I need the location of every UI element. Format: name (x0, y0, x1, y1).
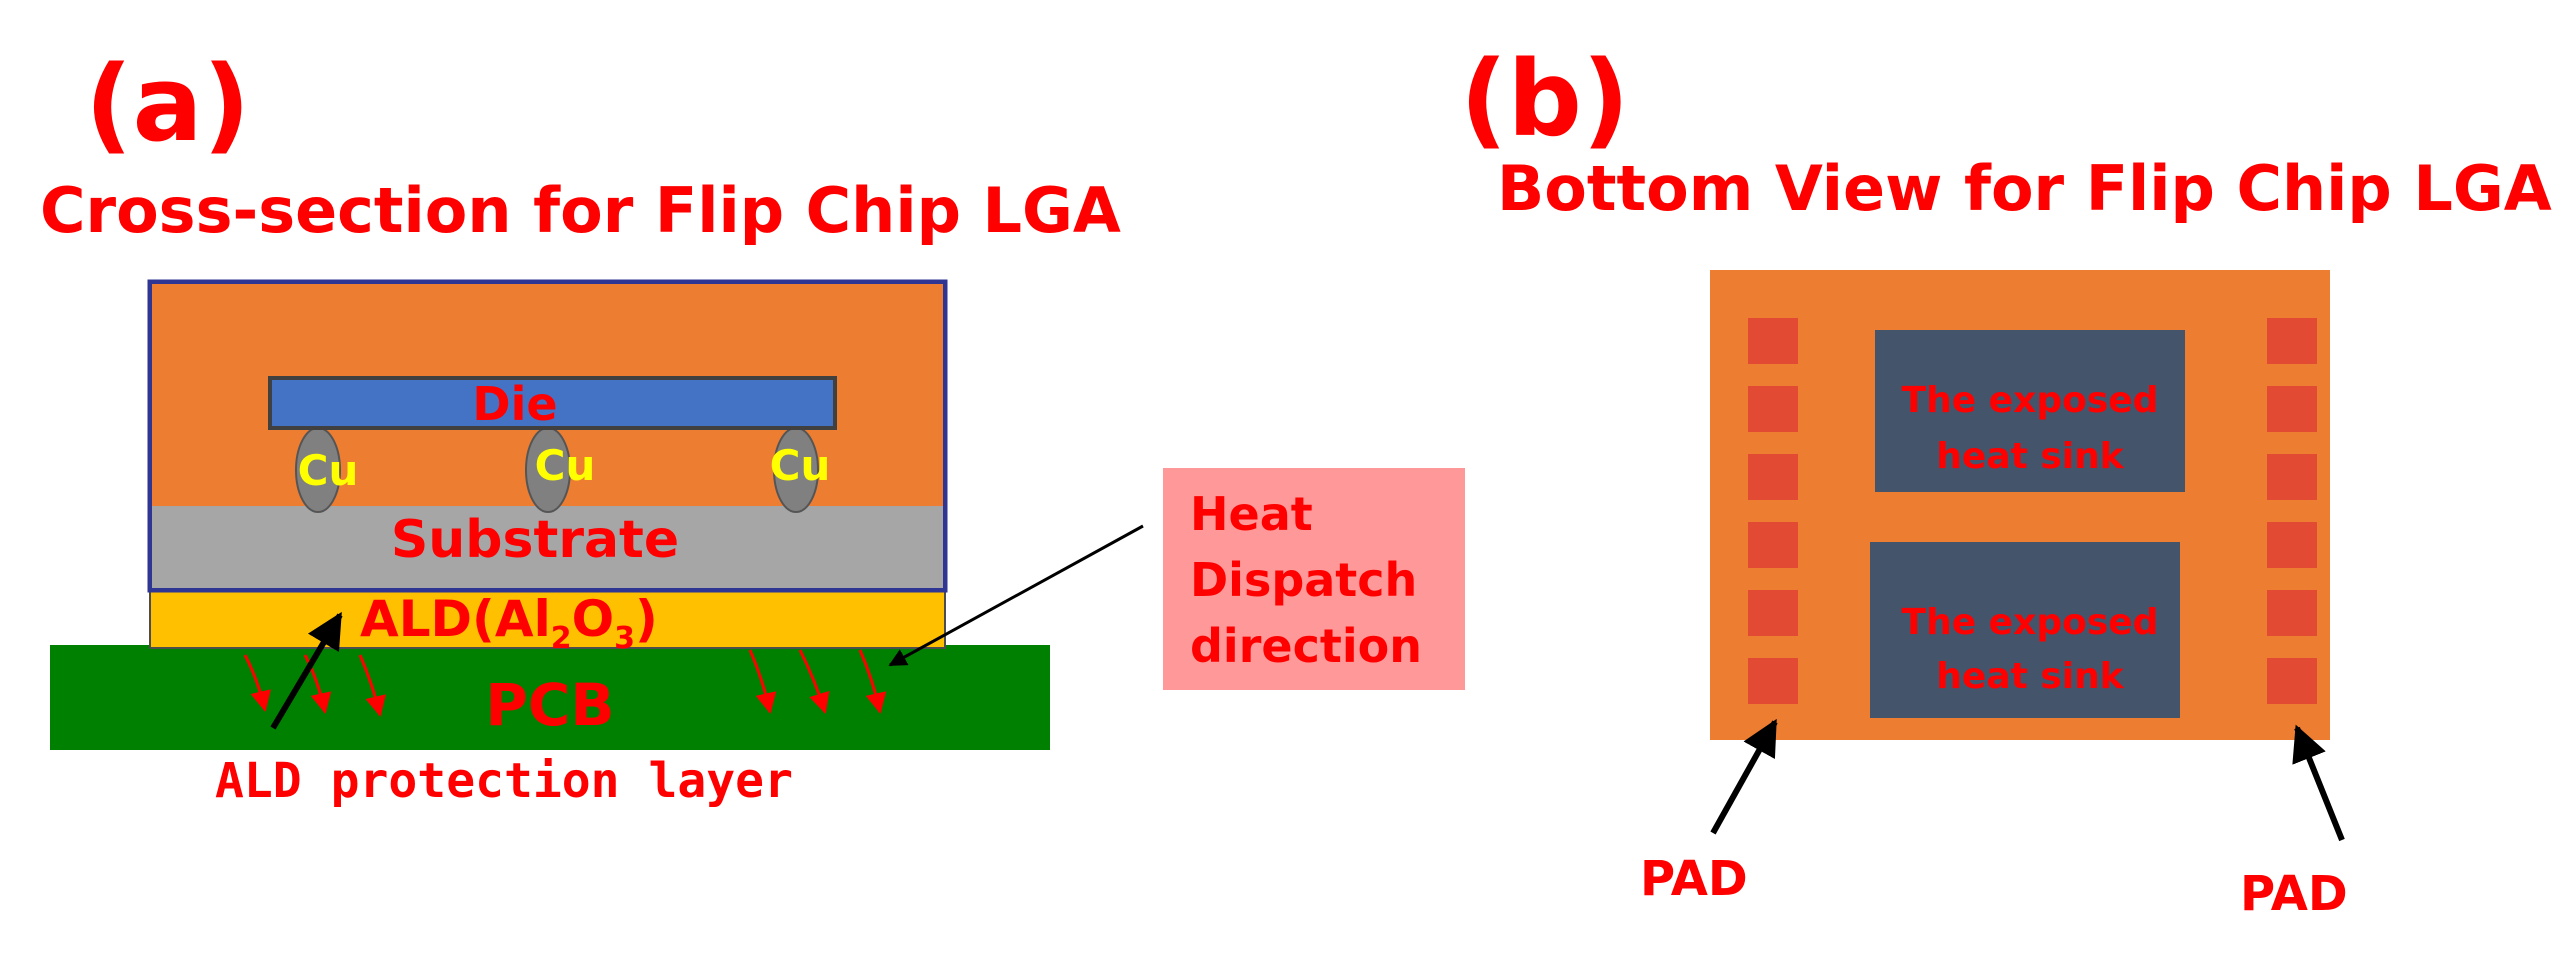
heat-dispatch-line-1: Heat (1190, 487, 1313, 541)
pad (2267, 658, 2317, 704)
pad (1748, 318, 1798, 364)
ald-protection-label: ALD protection layer (215, 753, 793, 809)
pad-left-pointer-arrow (1710, 718, 1778, 835)
pads-right-column (2267, 318, 2317, 704)
pcb-label: PCB (485, 671, 614, 739)
heat-sink-top-line-1: The exposed (1902, 380, 2159, 421)
heat-arrows (243, 649, 887, 718)
die-label: Die (472, 377, 557, 431)
heat-dispatch-line-3: direction (1190, 619, 1422, 673)
ald-layer (149, 589, 946, 649)
heat-sink-bottom-line-1: The exposed (1902, 602, 2159, 643)
panel-b-letter: (b) (1460, 38, 1630, 160)
substrate (152, 506, 943, 588)
pad (2267, 386, 2317, 432)
heat-arrow (303, 654, 332, 715)
pad-right-pointer-arrow (2292, 724, 2345, 842)
pad (1748, 522, 1798, 568)
pad-label-left: PAD (1640, 851, 1748, 907)
cu-label-right: Cu (770, 441, 831, 490)
heat-arrow (748, 649, 777, 715)
pad-label-right: PAD (2240, 866, 2348, 922)
ald-pointer-arrow (270, 611, 343, 730)
panel-b: (b) Bottom View for Flip Chip LGA The ex… (1460, 38, 2552, 922)
pad (2267, 522, 2317, 568)
panel-a: (a) Cross-section for Flip Chip LGA Die … (40, 43, 1465, 809)
pad (1748, 454, 1798, 500)
heat-dispatch-pointer-arrow (888, 524, 1144, 667)
heat-sink-top (1875, 330, 2185, 492)
pad (1748, 386, 1798, 432)
pad (2267, 454, 2317, 500)
heat-dispatch-callout (1163, 468, 1465, 690)
heat-arrow (243, 654, 271, 713)
die (268, 376, 837, 430)
pad (2267, 590, 2317, 636)
panel-a-letter: (a) (85, 43, 250, 165)
heat-arrow (358, 654, 386, 718)
heat-arrow (858, 649, 887, 715)
heat-sink-bottom-line-2: heat sink (1936, 656, 2124, 697)
pad (1748, 590, 1798, 636)
heat-arrow (798, 649, 830, 715)
package-outline (147, 279, 948, 593)
ald-label: ALD(Al2O3) (360, 590, 658, 656)
panel-b-title: Bottom View for Flip Chip LGA (1497, 152, 2552, 225)
cu-label-left: Cu (298, 446, 359, 495)
heat-sink-bottom (1870, 542, 2180, 718)
heat-sink-top-line-2: heat sink (1936, 436, 2124, 477)
heat-dispatch-line-2: Dispatch (1190, 553, 1417, 607)
pad (1748, 658, 1798, 704)
panel-a-title: Cross-section for Flip Chip LGA (40, 174, 1121, 247)
pads-left-column (1748, 318, 1798, 704)
cu-label-middle: Cu (535, 441, 596, 490)
substrate-label: Substrate (391, 510, 679, 570)
pad (2267, 318, 2317, 364)
